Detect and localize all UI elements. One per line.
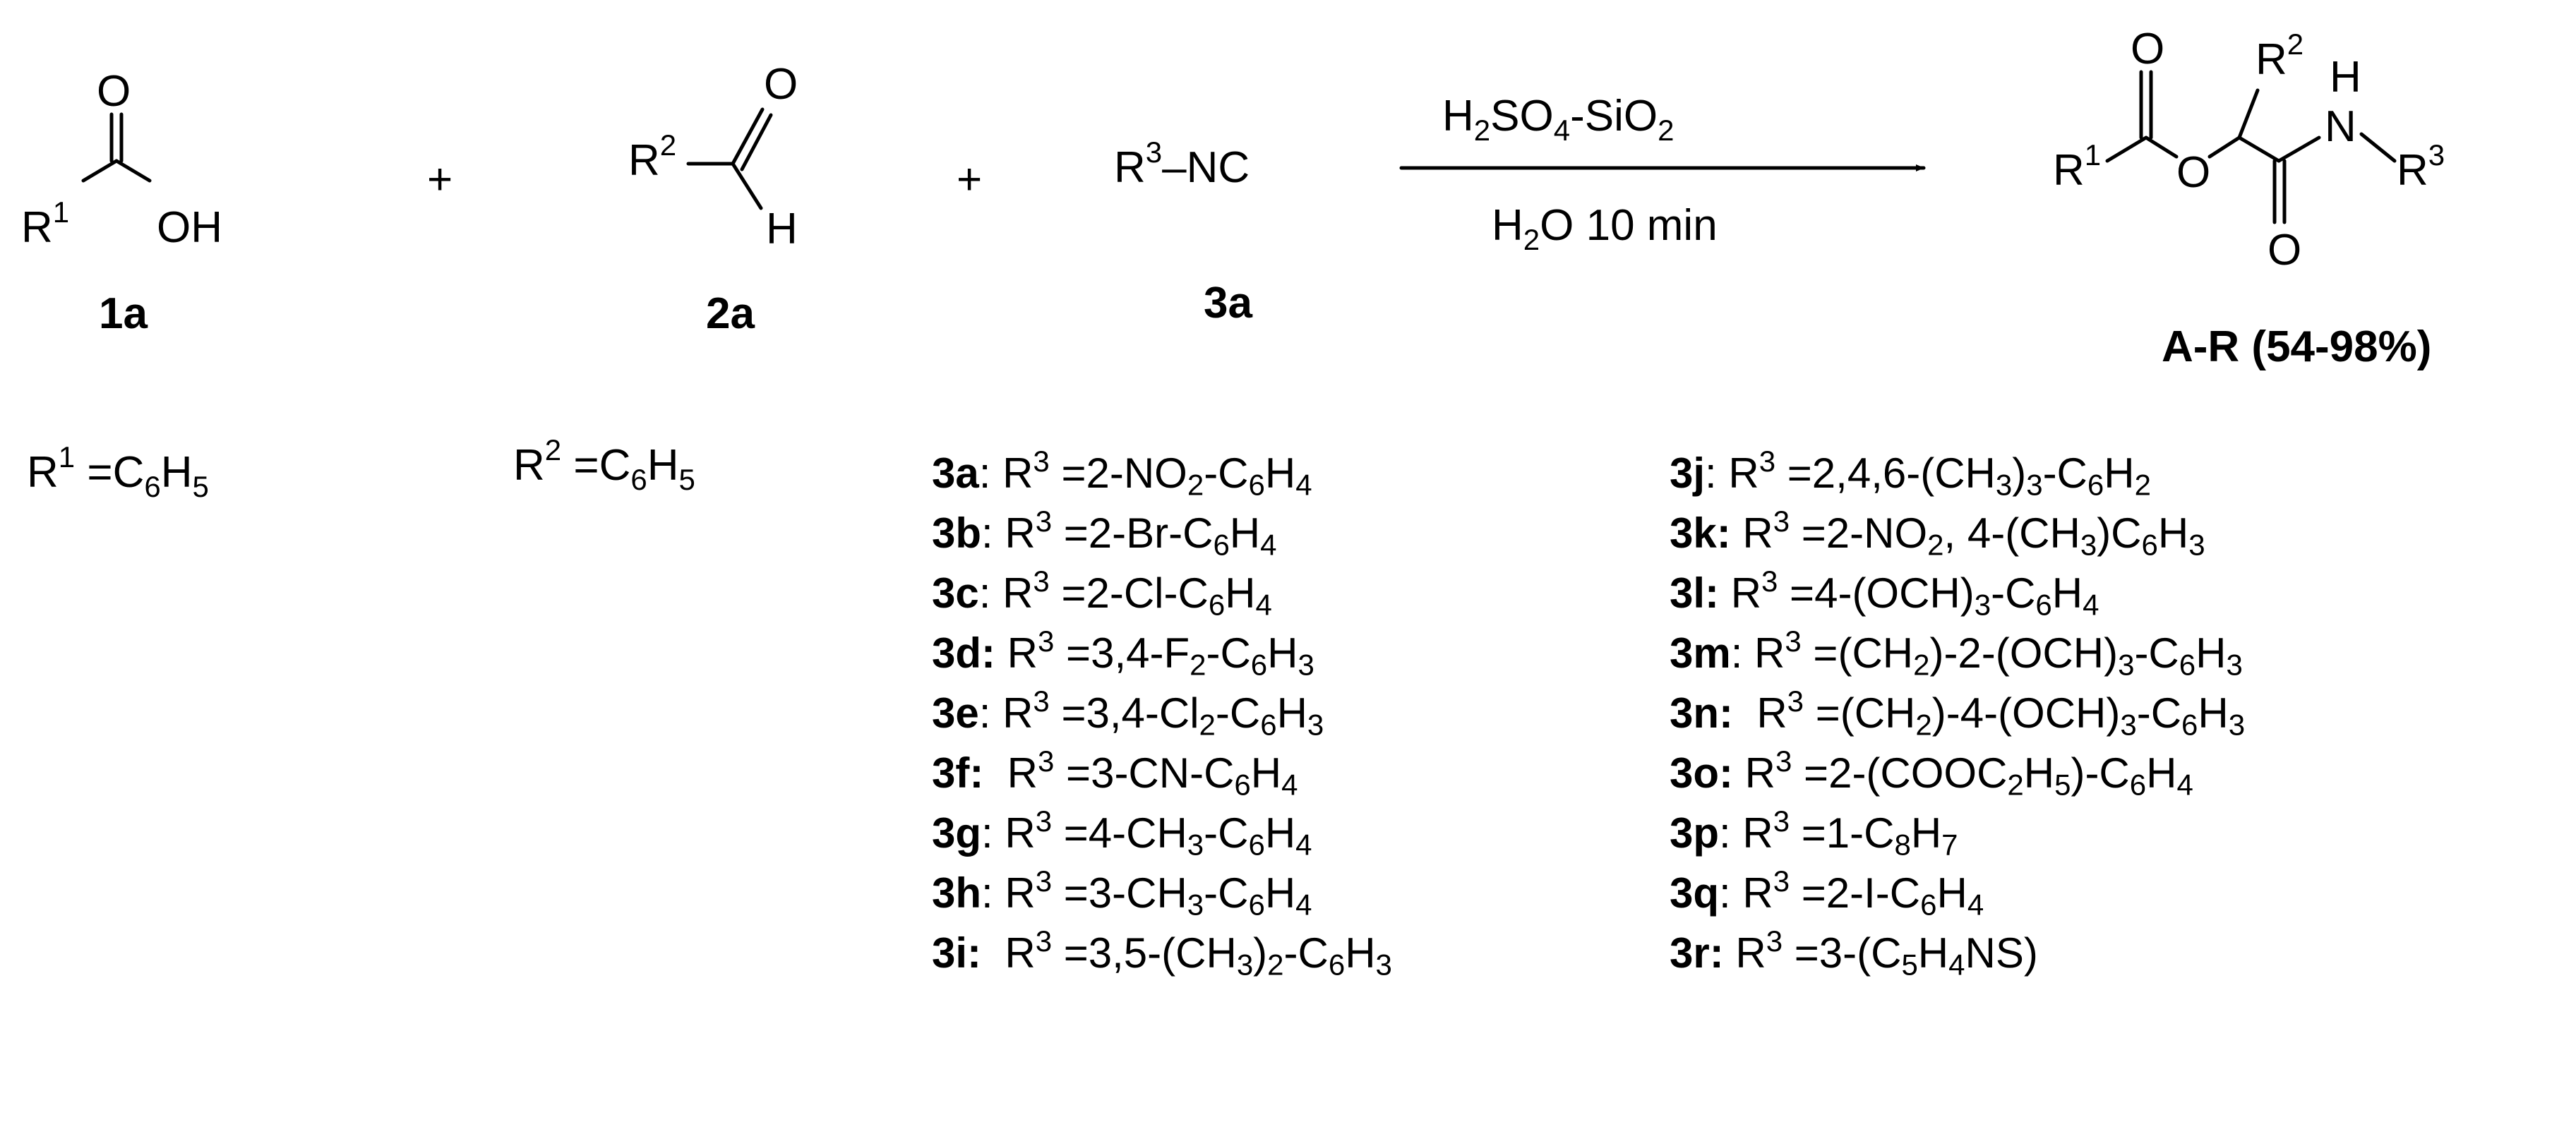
substituent-entry: 3a: R3 =2-NO2-C6H4 bbox=[932, 443, 1392, 503]
substituent-formula: : R3 =2-Cl-C6H4 bbox=[978, 564, 1272, 622]
substituent-id: 3m bbox=[1670, 629, 1731, 677]
substituent-id: 3g bbox=[932, 809, 982, 857]
substituent-formula: : R3 =2-Br-C6H4 bbox=[981, 504, 1277, 562]
product-structure: R1 O O R2 O H N R3 bbox=[2053, 25, 2445, 275]
substituent-entry: 3d: R3 =3,4-F2-C6H3 bbox=[932, 623, 1392, 683]
acid-hydroxyl: OH bbox=[157, 203, 222, 252]
substituent-formula: : R3 =2,4,6-(CH3)3-C6H2 bbox=[1705, 444, 2151, 502]
substituent-entry: 3m: R3 =(CH2)-2-(OCH)3-C6H3 bbox=[1670, 623, 2245, 683]
substituent-formula: : R3 =4-CH3-C6H4 bbox=[981, 804, 1312, 862]
substituent-formula: : R3 =3,4-Cl2-C6H3 bbox=[978, 684, 1324, 742]
acid-r1-label: R1 bbox=[21, 195, 69, 252]
substituent-id: 3k: bbox=[1670, 509, 1731, 557]
substituent-id: 3n: bbox=[1670, 689, 1733, 737]
product-ester-carbonyl-oxygen: O bbox=[2131, 25, 2164, 73]
substituent-id: 3h bbox=[932, 869, 982, 917]
substituent-id: 3a bbox=[932, 450, 979, 497]
substituent-formula: R3 =(CH2)-4-(OCH)3-C6H3 bbox=[1733, 684, 2246, 742]
compound-label-3a: 3a bbox=[1204, 279, 1252, 327]
substituent-id: 3c bbox=[932, 569, 979, 617]
product-r1-label: R1 bbox=[2053, 138, 2101, 195]
substituent-id: 3j bbox=[1670, 450, 1706, 497]
substituent-id: 3f: bbox=[932, 749, 984, 797]
substituent-entry: 3h: R3 =3-CH3-C6H4 bbox=[932, 863, 1392, 923]
product-amide-nitrogen: N bbox=[2325, 102, 2356, 151]
substituent-formula: R3 =4-(OCH)3-C6H4 bbox=[1719, 564, 2099, 622]
substituent-id: 3o: bbox=[1670, 749, 1733, 797]
product-ester-oxygen: O bbox=[2176, 148, 2210, 197]
substituent-id: 3q bbox=[1670, 869, 1720, 917]
substituent-formula: R3 =2-(COOC2H5)-C6H4 bbox=[1733, 744, 2193, 802]
substituent-id: 3r: bbox=[1670, 929, 1724, 977]
aldehyde-structure: O R2 H bbox=[628, 60, 798, 253]
aldehyde-r2-label: R2 bbox=[628, 128, 676, 185]
substituent-entry: 3r: R3 =3-(C5H4NS) bbox=[1670, 923, 2245, 983]
product-label: A-R (54-98%) bbox=[2162, 322, 2431, 371]
isocyanide-formula: R3–NC bbox=[1114, 135, 1250, 192]
compound-label-1a: 1a bbox=[99, 289, 148, 338]
substituent-formula: R3 =3-CN-C6H4 bbox=[983, 744, 1298, 802]
substituent-id: 3b bbox=[932, 509, 982, 557]
r1-definition: R1 =C6H5 bbox=[27, 440, 209, 503]
substituent-entry: 3n: R3 =(CH2)-4-(OCH)3-C6H3 bbox=[1670, 683, 2245, 743]
carboxylic-acid-structure: O R1 OH bbox=[21, 67, 222, 252]
substituent-formula: R3 =3,4-F2-C6H3 bbox=[995, 624, 1314, 682]
substituent-entry: 3k: R3 =2-NO2, 4-(CH3)C6H3 bbox=[1670, 503, 2245, 563]
product-r2-label: R2 bbox=[2256, 28, 2304, 84]
r2-definition: R2 =C6H5 bbox=[513, 433, 695, 496]
substituent-entry: 3g: R3 =4-CH3-C6H4 bbox=[932, 803, 1392, 863]
aldehyde-hydrogen: H bbox=[766, 205, 798, 253]
substituent-entry: 3e: R3 =3,4-Cl2-C6H3 bbox=[932, 683, 1392, 743]
product-amide-hydrogen: H bbox=[2330, 53, 2361, 102]
substituent-formula: : R3 =1-C8H7 bbox=[1719, 804, 1958, 862]
substituent-entry: 3i: R3 =3,5-(CH3)2-C6H3 bbox=[932, 923, 1392, 983]
product-r3-label: R3 bbox=[2397, 138, 2445, 195]
substituent-formula: : R3 =2-NO2-C6H4 bbox=[978, 444, 1312, 502]
substituent-formula: : R3 =3-CH3-C6H4 bbox=[981, 864, 1312, 922]
substituent-formula: R3 =3,5-(CH3)2-C6H3 bbox=[981, 924, 1392, 982]
substituent-entry: 3c: R3 =2-Cl-C6H4 bbox=[932, 563, 1392, 623]
aldehyde-oxygen: O bbox=[764, 60, 798, 109]
substituent-entry: 3q: R3 =2-I-C6H4 bbox=[1670, 863, 2245, 923]
substituent-entry: 3o: R3 =2-(COOC2H5)-C6H4 bbox=[1670, 743, 2245, 803]
substituent-entry: 3p: R3 =1-C8H7 bbox=[1670, 803, 2245, 863]
compound-label-2a: 2a bbox=[706, 289, 755, 338]
substituent-id: 3e bbox=[932, 689, 979, 737]
plus-sign-2: + bbox=[957, 155, 982, 204]
substituent-id: 3p bbox=[1670, 809, 1720, 857]
substituent-formula: R3 =3-(C5H4NS) bbox=[1723, 924, 2038, 982]
substituent-id: 3l: bbox=[1670, 569, 1720, 617]
solvent-time-label: H2O 10 min bbox=[1492, 201, 1718, 256]
plus-sign-1: + bbox=[427, 155, 453, 204]
substituent-formula: : R3 =2-I-C6H4 bbox=[1719, 864, 1984, 922]
catalyst-label: H2SO4-SiO2 bbox=[1442, 92, 1674, 147]
substituent-entry: 3b: R3 =2-Br-C6H4 bbox=[932, 503, 1392, 563]
product-amide-carbonyl-oxygen: O bbox=[2268, 226, 2301, 275]
substituent-entry: 3f: R3 =3-CN-C6H4 bbox=[932, 743, 1392, 803]
substituent-id: 3i: bbox=[932, 929, 982, 977]
substituent-formula: : R3 =(CH2)-2-(OCH)3-C6H3 bbox=[1730, 624, 2243, 682]
acid-carbonyl-oxygen: O bbox=[97, 67, 131, 116]
substituent-entry: 3l: R3 =4-(OCH)3-C6H4 bbox=[1670, 563, 2245, 623]
substituent-id: 3d: bbox=[932, 629, 995, 677]
substituent-entry: 3j: R3 =2,4,6-(CH3)3-C6H2 bbox=[1670, 443, 2245, 503]
substituent-formula: R3 =2-NO2, 4-(CH3)C6H3 bbox=[1730, 504, 2205, 562]
